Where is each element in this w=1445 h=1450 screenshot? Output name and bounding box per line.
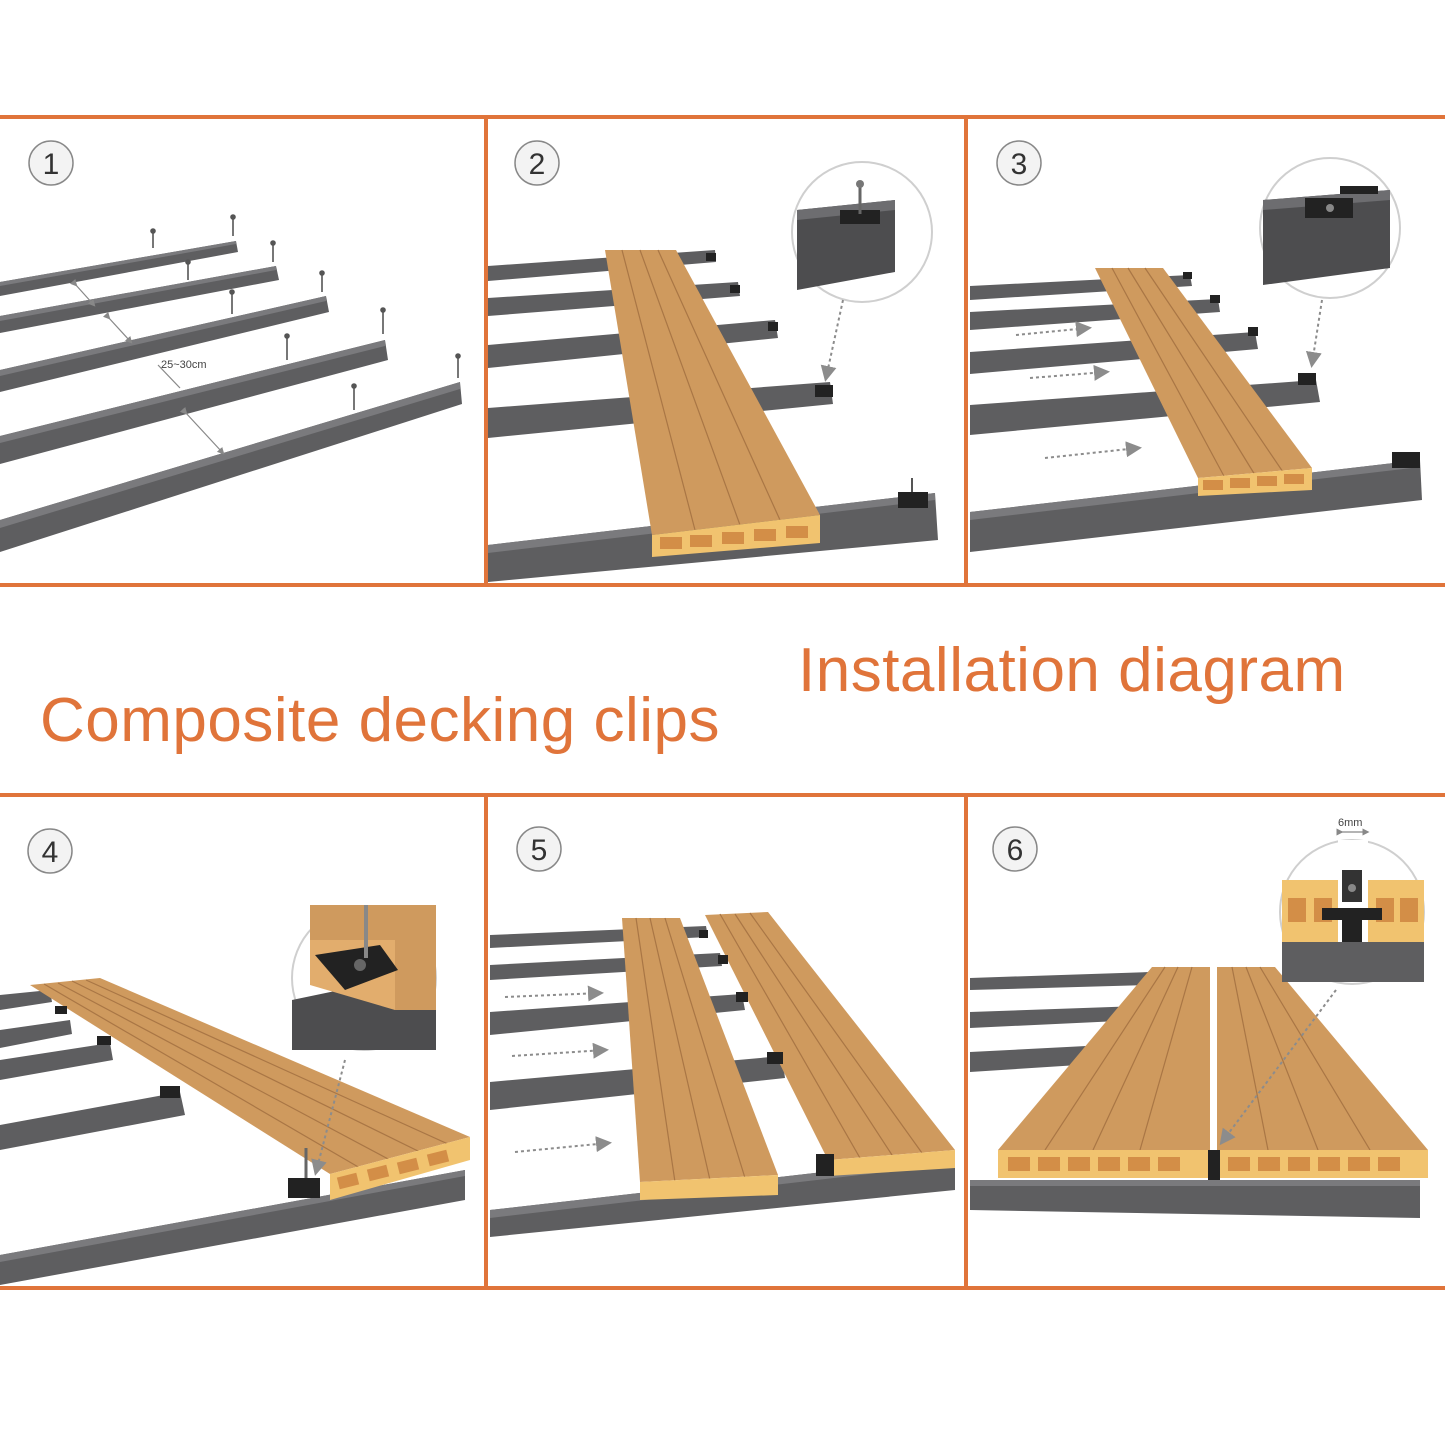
decking-board-right: [705, 912, 955, 1176]
step-number: 6: [1007, 834, 1024, 867]
step-2-panel: 2: [488, 140, 938, 582]
panel-frame: [0, 115, 1445, 1290]
board-hollows: [1008, 1157, 1400, 1171]
step-5-panel: 5: [490, 826, 955, 1237]
clips: [706, 253, 928, 508]
step-number: 3: [1011, 148, 1028, 181]
gap-detail-magnifier: [1279, 828, 1425, 985]
push-arrows: [504, 985, 612, 1153]
step-3-panel: 3: [970, 140, 1422, 552]
step-1-panel: 25~30cm 1: [0, 140, 462, 552]
detail-arrow: [1219, 989, 1337, 1146]
installation-title: Installation diagram: [798, 636, 1346, 705]
decking-board-right: [1217, 966, 1428, 1178]
joists: [970, 972, 1420, 1218]
step-number: 1: [43, 148, 60, 181]
spacing-label: 25~30cm: [161, 359, 207, 371]
gap-label: 6mm: [1338, 817, 1362, 829]
screws: [150, 214, 461, 410]
spacing-arrows: [69, 278, 225, 455]
decking-board-left: [622, 917, 778, 1200]
decking-board-left: [998, 966, 1210, 1178]
clip-detail-magnifier: [1259, 157, 1401, 299]
step-1-badge: 1: [28, 140, 74, 186]
decking-board: [1095, 267, 1312, 496]
step-5-badge: 5: [516, 826, 562, 872]
clip-detail-magnifier: [791, 161, 933, 303]
step-number: 5: [531, 834, 548, 867]
step-number: 2: [529, 148, 546, 181]
push-arrows: [1015, 299, 1323, 459]
step-6-badge: 6: [992, 826, 1038, 872]
step-2-badge: 2: [514, 140, 560, 186]
step-number: 4: [42, 836, 59, 869]
clip-detail-magnifier: [291, 905, 437, 1051]
product-title: Composite decking clips: [40, 686, 721, 755]
clip: [1208, 1150, 1220, 1180]
step-4-panel: 4: [0, 828, 470, 1285]
decking-board: [30, 978, 470, 1200]
detail-arrow: [820, 299, 844, 382]
joists: [0, 241, 462, 552]
decking-board: [605, 249, 820, 557]
detail-arrow: [311, 1059, 346, 1176]
step-3-badge: 3: [996, 140, 1042, 186]
step-4-badge: 4: [27, 828, 73, 874]
clips: [55, 1006, 320, 1198]
step-6-panel: 6mm 6: [970, 817, 1428, 1218]
clips: [1183, 272, 1420, 468]
clips: [699, 930, 834, 1176]
